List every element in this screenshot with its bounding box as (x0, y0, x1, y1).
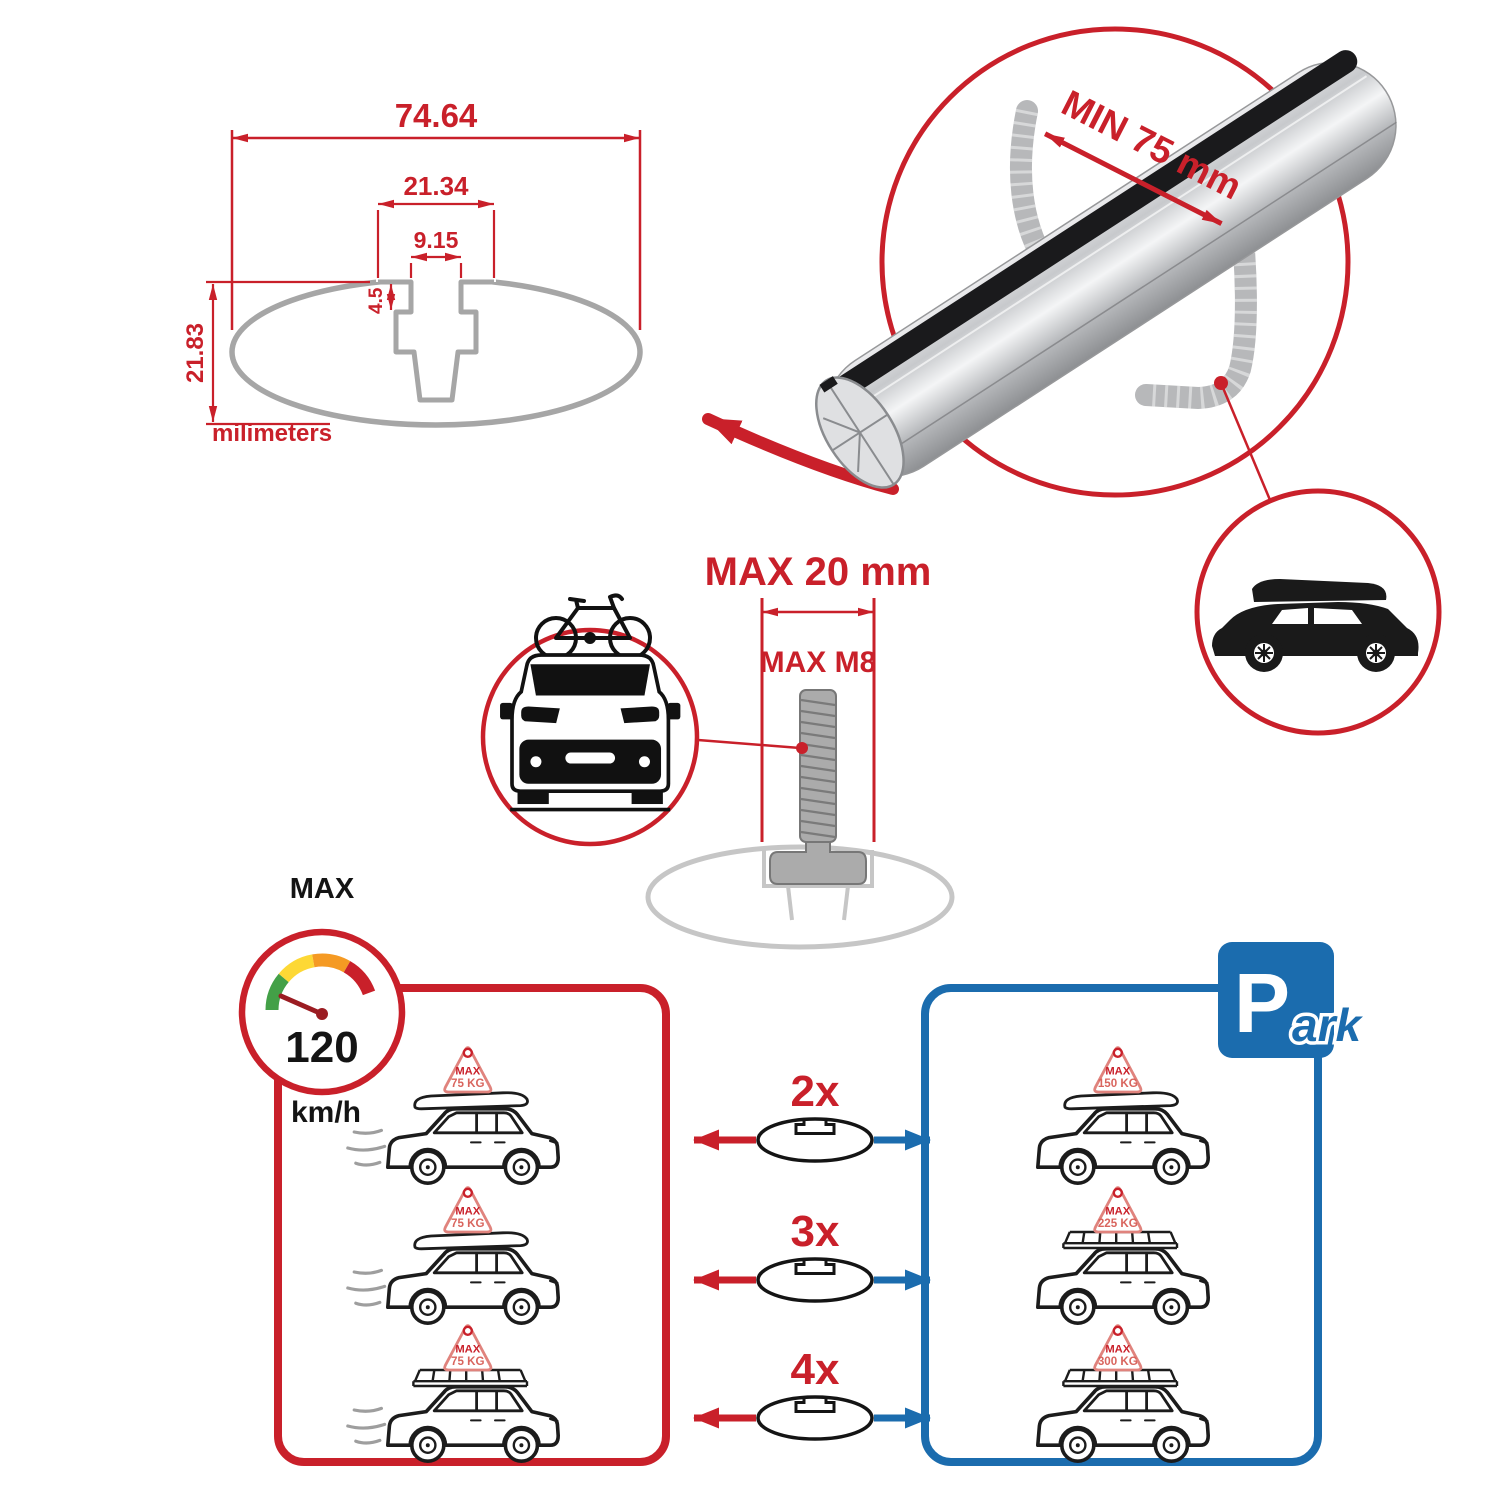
bolt-dimension-drawing: MAX 20 mm MAX M8 (645, 550, 955, 950)
car-front-icon (500, 653, 681, 812)
motion-lines-icon (346, 1406, 387, 1445)
svg-text:MAX: MAX (455, 1065, 480, 1077)
roof-load-tag: MAX 75 KG (443, 1324, 493, 1372)
dimension-total-height (206, 280, 370, 426)
bolt-icon (769, 689, 867, 885)
speed-unit: km/h (291, 1096, 361, 1129)
speed-value: 120 (285, 1023, 358, 1072)
driving-car-row-1: MAX 75 KG (346, 1046, 561, 1185)
svg-text:150 KG: 150 KG (1098, 1077, 1138, 1090)
dim-channel-width-value: 21.34 (403, 171, 469, 201)
bar-count-row-3: 4x (693, 1345, 931, 1441)
car-with-roofbox-icon (1212, 579, 1419, 672)
driving-car-row-2: MAX 75 KG (346, 1186, 561, 1325)
roof-load-tag: MAX 75 KG (443, 1046, 493, 1094)
svg-text:75 KG: 75 KG (451, 1077, 485, 1090)
dim-total-width-value: 74.64 (395, 97, 478, 134)
leader-line (1219, 382, 1272, 501)
parked-car-row-2: MAX 225 KG (1036, 1186, 1210, 1325)
speed-limit-gauge: MAX 120 km/h (238, 873, 406, 1129)
dimension-opening-width (409, 252, 463, 278)
crossbar-section-icon (756, 1395, 874, 1441)
svg-text:225 KG: 225 KG (1098, 1217, 1138, 1230)
crossbar-count-label: 4x (791, 1345, 840, 1394)
parking-sign: P ark (1218, 942, 1367, 1058)
svg-text:300 KG: 300 KG (1098, 1355, 1138, 1368)
car-front-circle (480, 593, 700, 847)
svg-text:MAX: MAX (1105, 1343, 1130, 1355)
speed-max-label: MAX (290, 873, 355, 905)
roof-load-tag: MAX 300 KG (1093, 1324, 1143, 1372)
max-bolt-width-label: MAX 20 mm (705, 550, 932, 594)
bar-count-row-1: 2x (693, 1067, 931, 1163)
roofbox-icon (413, 1091, 529, 1111)
roof-load-tag: MAX 150 KG (1093, 1046, 1143, 1094)
crossbar-detail-circle: MIN 75 mm (815, 26, 1397, 501)
motion-lines-icon (346, 1128, 387, 1167)
max-thread-label: MAX M8 (760, 646, 877, 679)
svg-text:75 KG: 75 KG (451, 1355, 485, 1368)
parking-sign-ark: ark (1292, 999, 1363, 1051)
roofbox-icon (1063, 1091, 1179, 1111)
roofbox-icon (413, 1231, 529, 1251)
crossbar-section-icon (756, 1117, 874, 1163)
dim-lip-depth-value: 4.5 (366, 287, 387, 314)
profile-with-bolt-icon (645, 844, 955, 950)
dimension-total-width (230, 130, 642, 330)
parking-sign-p: P (1234, 956, 1290, 1050)
profile-t-slot (378, 279, 494, 403)
crossbar-section-icon (756, 1257, 874, 1303)
profile-cross-section-drawing: 74.64 21.34 9.15 4.5 21.83 milimeters (182, 97, 643, 447)
svg-text:MAX: MAX (455, 1343, 480, 1355)
svg-text:75 KG: 75 KG (451, 1217, 485, 1230)
roof-load-tag: MAX 225 KG (1093, 1186, 1143, 1234)
dim-opening-width-value: 9.15 (414, 227, 459, 253)
dimension-channel-width (376, 199, 496, 278)
svg-text:MAX: MAX (1105, 1065, 1130, 1077)
bolt-leader-dot (796, 742, 808, 754)
roof-load-tag: MAX 75 KG (443, 1186, 493, 1234)
parked-car-row-3: MAX 300 KG (1036, 1324, 1210, 1463)
crossbar-count-label: 3x (791, 1207, 840, 1256)
units-label: milimeters (212, 420, 332, 447)
bar-count-row-2: 3x (693, 1207, 931, 1303)
bolt-leader-line (697, 738, 801, 750)
crossbar-count-label: 2x (791, 1067, 840, 1116)
dim-total-height-value: 21.83 (182, 323, 209, 383)
parked-car-row-1: MAX 150 KG (1036, 1046, 1210, 1185)
svg-text:MAX: MAX (1105, 1205, 1130, 1217)
motion-lines-icon (346, 1268, 387, 1307)
roofbox-car-circle (1194, 488, 1442, 736)
svg-text:MAX: MAX (455, 1205, 480, 1217)
driving-car-row-3: MAX 75 KG (346, 1324, 561, 1463)
